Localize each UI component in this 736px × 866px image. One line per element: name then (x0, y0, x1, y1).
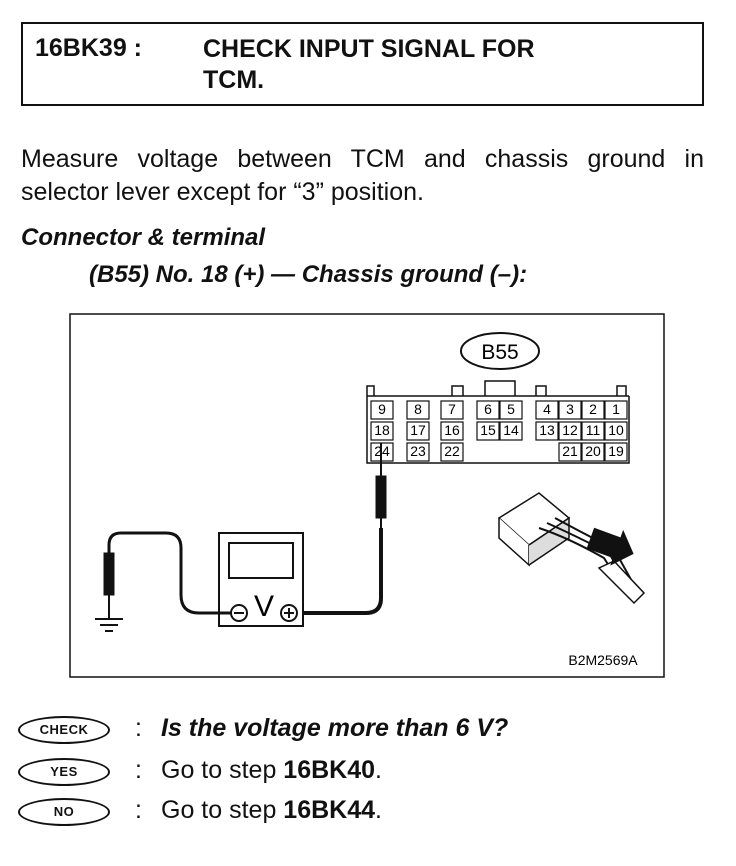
terminal-9: 9 (378, 401, 386, 417)
no-answer: Go to step 16BK44. (161, 796, 382, 825)
instruction-text: Measure voltage between TCM and chassis … (21, 145, 704, 206)
terminal-19-box (604, 442, 628, 462)
terminal-8: 8 (414, 401, 422, 417)
terminal-17: 17 (410, 422, 426, 438)
terminal-5-box (499, 400, 523, 420)
voltmeter: V (218, 532, 304, 627)
terminal-14: 14 (503, 422, 519, 438)
terminal-4: 4 (543, 401, 551, 417)
terminal-1-box (604, 400, 628, 420)
voltmeter-display (228, 542, 294, 579)
terminal-12-box (558, 421, 582, 441)
no-colon: : (135, 796, 142, 824)
ground-icon (95, 618, 123, 632)
terminal-23: 23 (410, 443, 426, 459)
terminal-5: 5 (507, 401, 515, 417)
positive-terminal-icon (280, 604, 298, 622)
no-badge: NO (18, 798, 110, 826)
terminal-12: 12 (562, 422, 578, 438)
terminal-6: 6 (484, 401, 492, 417)
yes-row: YES : Go to step 16BK40. (0, 752, 736, 792)
step-title-line2: TCM. (203, 66, 265, 94)
terminal-17-box (406, 421, 430, 441)
negative-probe (103, 552, 115, 619)
terminal-15: 15 (480, 422, 496, 438)
terminal-13-box (535, 421, 559, 441)
terminal-19: 19 (608, 443, 624, 459)
terminal-22: 22 (444, 443, 460, 459)
step-title-line1: CHECK INPUT SIGNAL FOR (203, 35, 535, 63)
terminal-6-box (476, 400, 500, 420)
terminal-8-box (406, 400, 430, 420)
voltmeter-symbol: V (254, 590, 274, 623)
terminal-21-box (558, 442, 582, 462)
no-step: 16BK44 (283, 796, 376, 824)
terminal-20: 20 (585, 443, 601, 459)
terminal-7: 7 (448, 401, 456, 417)
terminal-16-box (440, 421, 464, 441)
diagram-frame (69, 313, 665, 678)
check-row: CHECK : Is the voltage more than 6 V? (0, 710, 736, 750)
terminal-1: 1 (612, 401, 620, 417)
terminal-14-box (499, 421, 523, 441)
connector-label: Connector & terminal (21, 224, 266, 251)
terminal-15-box (476, 421, 500, 441)
wiring-diagram: B55 987654321181716151413121110242322212… (69, 313, 665, 678)
yes-badge: YES (18, 758, 110, 786)
no-row: NO : Go to step 16BK44. (0, 792, 736, 832)
terminal-16: 16 (444, 422, 460, 438)
terminal-3: 3 (566, 401, 574, 417)
yes-answer: Go to step 16BK40. (161, 756, 382, 785)
terminal-2-box (581, 400, 605, 420)
terminal-10: 10 (608, 422, 624, 438)
terminal-20-box (581, 442, 605, 462)
figure-code: B2M2569A (568, 652, 638, 668)
terminal-4-box (535, 400, 559, 420)
positive-probe (375, 443, 387, 528)
terminal-18-box (370, 421, 394, 441)
terminal-21: 21 (562, 443, 578, 459)
connector-name: B55 (481, 341, 518, 364)
negative-lead (107, 531, 231, 615)
terminal-18: 18 (374, 422, 390, 438)
yes-step: 16BK40 (283, 756, 376, 784)
check-colon: : (135, 714, 142, 742)
connector-body (366, 380, 630, 464)
terminal-7-box (440, 400, 464, 420)
terminal-23-box (406, 442, 430, 462)
no-suffix: . (375, 796, 382, 824)
terminal-grid: 987654321181716151413121110242322212019 (370, 400, 628, 462)
yes-colon: : (135, 756, 142, 784)
terminal-11: 11 (586, 422, 601, 438)
check-badge: CHECK (18, 716, 110, 744)
arrow-icon (586, 527, 634, 566)
terminal-9-box (370, 400, 394, 420)
step-title: CHECK INPUT SIGNAL FOR TCM. (203, 34, 673, 96)
no-text: Go to step (161, 796, 284, 824)
terminal-24: 24 (374, 443, 390, 459)
step-header: 16BK39 : CHECK INPUT SIGNAL FOR TCM. (21, 22, 704, 106)
yes-text: Go to step (161, 756, 284, 784)
diagram-svg: B55 987654321181716151413121110242322212… (69, 313, 665, 678)
terminal-2: 2 (589, 401, 597, 417)
terminal-3-box (558, 400, 582, 420)
terminal-10-box (604, 421, 628, 441)
connector-name-oval (460, 332, 540, 370)
step-id: 16BK39 : (35, 34, 142, 62)
connector-detail: (B55) No. 18 (+) — Chassis ground (–): (89, 261, 528, 288)
positive-lead (295, 528, 383, 615)
yes-suffix: . (375, 756, 382, 784)
terminal-11-box (581, 421, 605, 441)
terminal-13: 13 (539, 422, 555, 438)
check-question: Is the voltage more than 6 V? (161, 714, 509, 742)
terminal-22-box (440, 442, 464, 462)
